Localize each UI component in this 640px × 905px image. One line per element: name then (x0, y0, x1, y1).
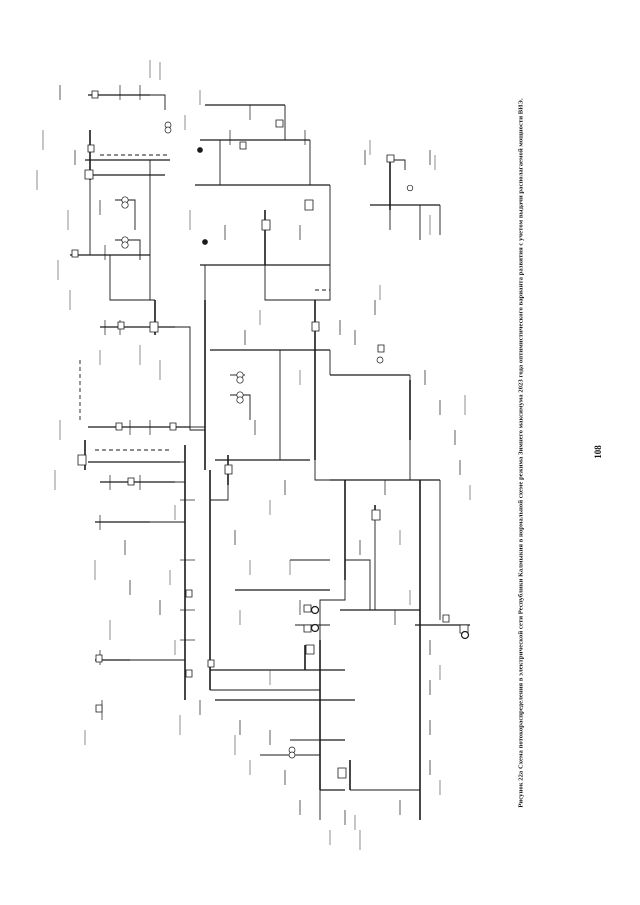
vertical-buses (85, 130, 420, 820)
breaker-symbols (72, 91, 468, 778)
connections (90, 95, 440, 820)
figure-caption: Рисунок 22а Схема потокораспределения в … (517, 98, 525, 808)
dashed-links (80, 155, 330, 450)
feeder-stubs (60, 85, 460, 825)
tiny-label-marks (37, 60, 470, 850)
page-number: 108 (593, 445, 603, 459)
transformer-symbols (122, 122, 469, 758)
